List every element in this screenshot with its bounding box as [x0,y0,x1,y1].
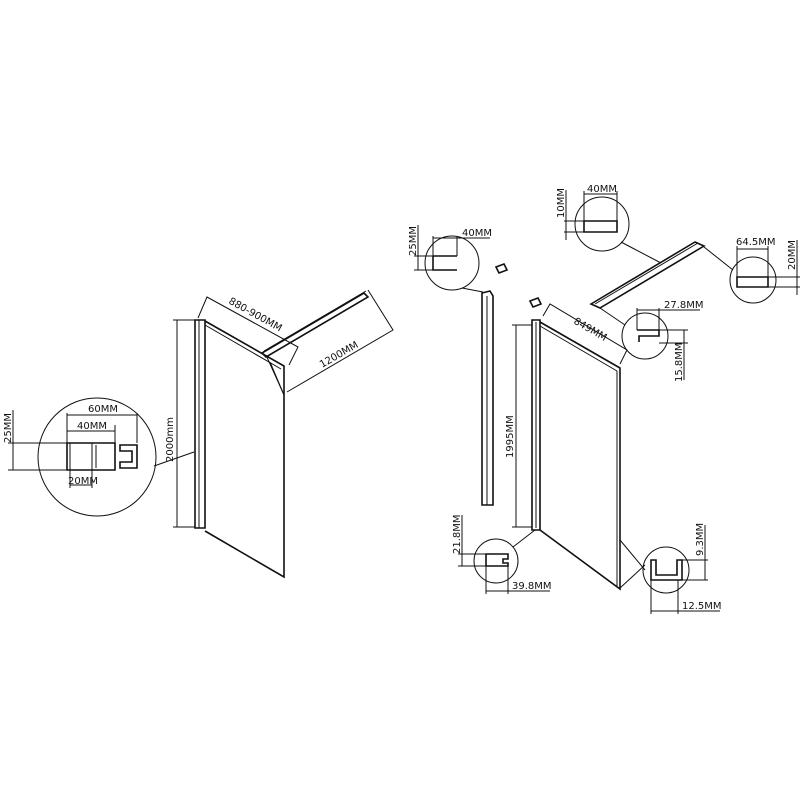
bar-end-width-label: 64.5MM [736,237,776,248]
right-panel [531,319,646,591]
callout-bar-clamp: 27.8MM 15.8MM [599,300,704,382]
callout-bar-section: 40MM 10MM [556,184,662,264]
bottom-height-label: 21.8MM [452,514,463,554]
detail-25mm-label: 25MM [3,413,14,443]
bottom-width-label: 39.8MM [512,581,552,592]
width-range-label: 880-900MM [227,296,284,334]
callout-floor-channel: 9.3MM 12.5MM [642,523,722,614]
left-detail-callout: 60MM 40MM 25MM 20MM [3,397,195,517]
detail-20mm-label: 20MM [68,476,98,487]
wall-depth-label: 25MM [408,226,419,256]
wall-width-label: 40MM [462,228,492,239]
height-label: 2000mm [165,417,176,462]
right-top-bar [589,241,706,309]
callout-bar-end: 64.5MM 20MM [703,237,800,304]
detail-60mm-label: 60MM [88,404,118,415]
bar-height-label: 10MM [556,188,567,218]
right-wall-profile [481,262,543,506]
bar-width-label: 40MM [587,184,617,195]
channel-height-label: 9.3MM [695,523,706,556]
left-panel [194,290,370,579]
callout-wall-profile: 40MM 25MM [408,225,492,293]
clamp-height-label: 15.8MM [674,342,685,382]
panel-height-label: 1995MM [505,415,516,458]
channel-width-label: 12.5MM [682,601,722,612]
bar-length-label: 1200MM [318,340,360,371]
panel-width-label: 849MM [572,316,609,344]
clamp-width-label: 27.8MM [664,300,704,311]
callout-bottom-profile: 21.8MM 39.8MM [452,514,552,594]
detail-40mm-label: 40MM [77,421,107,432]
bar-end-height-label: 20MM [787,240,798,270]
